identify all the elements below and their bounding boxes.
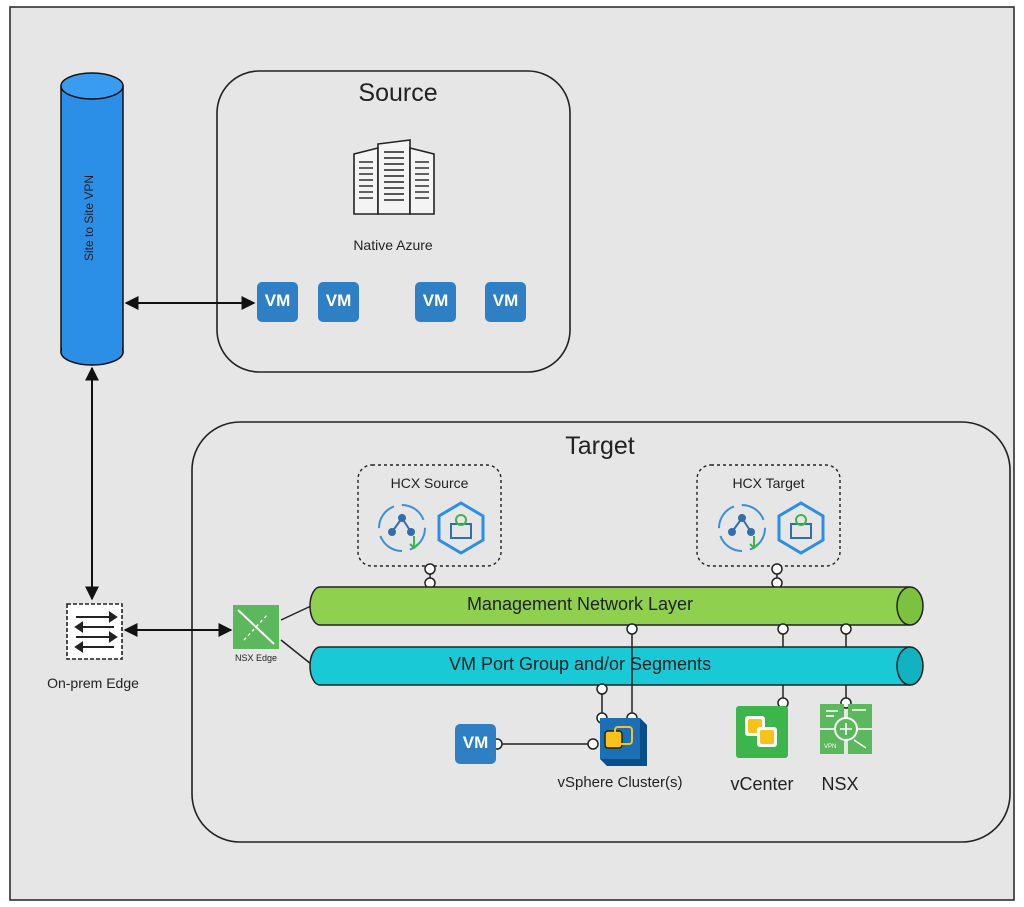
target-title: Target: [565, 432, 635, 460]
source-vm-4-label: VM: [492, 291, 519, 310]
source-container: [216, 70, 571, 373]
source-vm-2: [318, 282, 359, 322]
azure-server-icon: [353, 139, 435, 215]
vsphere-label: vSphere Cluster(s): [557, 774, 683, 791]
hcx-service-mesh-icon: [378, 504, 426, 552]
vm-port-group-pipe: [309, 646, 924, 686]
nsx-edge-label: NSX Edge: [234, 653, 278, 663]
hcx-target-connector: [771, 563, 783, 589]
nsx-icon: VPN: [820, 704, 872, 754]
nsx-edge-link: [280, 605, 312, 621]
onprem-edge-label: On-prem Edge: [47, 675, 139, 691]
hcx-appliance-icon: [437, 501, 485, 555]
target-vm-label: VM: [462, 733, 489, 752]
hcx-service-mesh-icon: [718, 504, 766, 552]
vm-port-group-label: VM Port Group and/or Segments: [448, 654, 712, 674]
nsx-edge-link: [280, 639, 312, 665]
vpn-cylinder: [60, 72, 124, 366]
vsphere-port: [587, 738, 599, 750]
vpn-label: Site to Site VPN: [82, 174, 96, 262]
source-vm-4: [485, 282, 526, 322]
hcx-target-box: [696, 464, 841, 567]
onprem-edge-icon: [66, 603, 123, 660]
native-azure-label: Native Azure: [353, 237, 433, 253]
hcx-source-label: HCX Source: [390, 475, 469, 491]
source-vm-3-label: VM: [422, 291, 449, 310]
nsx-edge-icon: [233, 605, 279, 649]
management-layer-label: Management Network Layer: [466, 594, 694, 614]
hcx-source-connector: [424, 563, 436, 589]
hcx-target-label: HCX Target: [732, 475, 805, 491]
source-title: Source: [358, 79, 438, 107]
hcx-appliance-icon: [777, 501, 825, 555]
source-vm-2-label: VM: [325, 291, 352, 310]
vcenter-label: vCenter: [730, 774, 794, 794]
nsx-label: NSX: [821, 774, 859, 794]
management-network-pipe: [309, 586, 924, 626]
nsx-icon-vpn-text: VPN: [824, 744, 836, 750]
source-vm-1: [257, 282, 298, 322]
source-vm-3: [415, 282, 456, 322]
vsphere-cluster-icon: [600, 718, 647, 766]
source-vm-1-label: VM: [264, 291, 291, 310]
target-vm: [455, 724, 496, 764]
vcenter-icon: [736, 706, 788, 758]
